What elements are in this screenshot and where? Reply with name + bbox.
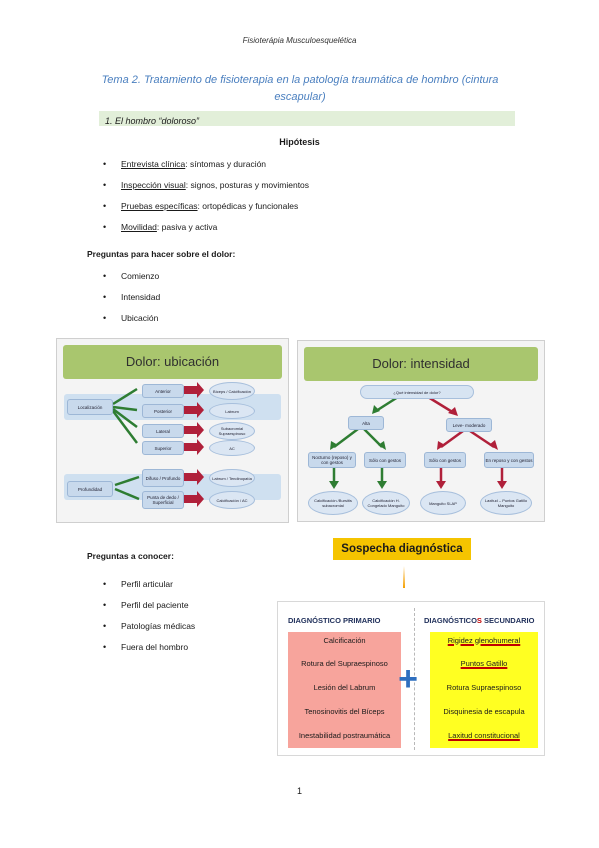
primario-item: Tenosinovitis del Bíceps bbox=[304, 707, 385, 716]
hipotesis-heading: Hipótesis bbox=[279, 137, 320, 147]
localizacion-box: Localización bbox=[67, 399, 113, 415]
list-item: Ubicación bbox=[103, 312, 160, 333]
l3-box: Sólo con gestos bbox=[364, 452, 406, 468]
intensidad-title: Dolor: intensidad bbox=[372, 356, 470, 371]
l3-box: Sólo con gestos bbox=[424, 452, 466, 468]
ubicacion-title-band: Dolor: ubicación bbox=[63, 345, 282, 379]
dolor-questions-heading: Preguntas para hacer sobre el dolor: bbox=[87, 249, 236, 259]
sospecha-arrow bbox=[403, 566, 405, 588]
mid-box: Posterior bbox=[142, 404, 184, 418]
secundario-item: Disquinesia de escapula bbox=[443, 707, 525, 716]
section-heading: 1. El hombro “doloroso” bbox=[99, 111, 515, 126]
list-item: Pruebas específicas: ortopédicas y funci… bbox=[103, 200, 309, 221]
list-item: Comienzo bbox=[103, 270, 160, 291]
intensidad-question: ¿Qué intensidad de dolor? bbox=[360, 385, 474, 399]
plus-icon: + bbox=[398, 660, 418, 698]
primario-item: Lesión del Labrum bbox=[313, 683, 376, 692]
l4-result: Manguito SLAP bbox=[420, 491, 466, 515]
deep-result: Calcificación / AC bbox=[209, 491, 255, 509]
diagnostico-slide: DIAGNÓSTICO PRIMARIO DIAGNÓSTICOS SECUND… bbox=[277, 601, 545, 756]
leve-box: Leve- moderado bbox=[446, 418, 492, 432]
mid-box: Lateral bbox=[142, 424, 184, 438]
primario-heading: DIAGNÓSTICO PRIMARIO bbox=[288, 616, 381, 625]
secundario-column: Rigidez glenohumeral Puntos Gatillo Rotu… bbox=[430, 632, 538, 748]
conocer-list: Perfil articular Perfil del paciente Pat… bbox=[103, 578, 195, 662]
sospecha-label: Sospecha diagnóstica bbox=[333, 538, 471, 560]
list-item: Entrevista clínica: síntomas y duración bbox=[103, 158, 309, 179]
mid-result: Subacromial Supraespinoso bbox=[209, 422, 255, 440]
list-item: Inspección visual: signos, posturas y mo… bbox=[103, 179, 309, 200]
section-label: 1. El hombro “doloroso” bbox=[105, 116, 200, 126]
mid-result: Bíceps / Calcificación bbox=[209, 382, 255, 400]
deep-result: Labrum / Tendinopatía bbox=[209, 469, 255, 487]
ubicacion-arrows bbox=[112, 382, 204, 507]
profundidad-box: Profundidad bbox=[67, 481, 113, 497]
deep-box: Punta de dedo / Superficial bbox=[142, 491, 184, 509]
mid-box: Anterior bbox=[142, 384, 184, 398]
primario-item: Rotura del Supraespinoso bbox=[301, 659, 388, 668]
secundario-item: Puntos Gatillo bbox=[460, 659, 508, 668]
l3-box: En reposo y con gestos bbox=[484, 452, 534, 468]
secundario-item: Rotura Supraespinoso bbox=[446, 683, 522, 692]
l3-box: Nocturno (reposo) y con gestos bbox=[308, 452, 356, 468]
document-title: Tema 2. Tratamiento de fisioterapia en l… bbox=[101, 74, 499, 103]
ubicacion-slide: Dolor: ubicación Localización Profundida… bbox=[56, 338, 289, 523]
secundario-heading: DIAGNÓSTICOS SECUNDARIO bbox=[424, 616, 535, 625]
list-item: Patologías médicas bbox=[103, 620, 195, 641]
alta-box: Alta bbox=[348, 416, 384, 430]
primario-column: Calcificación Rotura del Supraespinoso L… bbox=[288, 632, 401, 748]
list-item: Movilidad: pasiva y activa bbox=[103, 221, 309, 242]
list-item: Perfil articular bbox=[103, 578, 195, 599]
page-number: 1 bbox=[296, 786, 302, 796]
intensidad-title-band: Dolor: intensidad bbox=[304, 347, 538, 381]
l4-result: Calcificación /Bursitis subacromial bbox=[308, 491, 358, 515]
dolor-questions-list: Comienzo Intensidad Ubicación bbox=[103, 270, 160, 333]
mid-result: Labrum bbox=[209, 403, 255, 419]
ubicacion-title: Dolor: ubicación bbox=[125, 354, 220, 369]
mid-result: AC bbox=[209, 440, 255, 456]
conocer-heading: Preguntas a conocer: bbox=[87, 551, 174, 561]
secundario-item: Rigidez glenohumeral bbox=[447, 636, 521, 645]
page-header: Fisioterápia Musculoesquelética bbox=[242, 36, 357, 45]
l4-result: Calcificación H. Congelado Manguito bbox=[362, 491, 410, 515]
primario-item: Inestabilidad postraumática bbox=[298, 731, 391, 740]
intensidad-arrows bbox=[329, 395, 507, 489]
divider bbox=[414, 608, 415, 750]
intensidad-slide: Dolor: intensidad ¿Qué intensidad de dol… bbox=[297, 340, 545, 522]
list-item: Fuera del hombro bbox=[103, 641, 195, 662]
deep-box: Difuso / Profundo bbox=[142, 469, 184, 487]
mid-box: Superior bbox=[142, 441, 184, 455]
l4-result: Laxitud – Puntos Gatillo Manguito bbox=[480, 491, 532, 515]
list-item: Perfil del paciente bbox=[103, 599, 195, 620]
secundario-item: Laxitud constitucional bbox=[448, 731, 520, 740]
hipotesis-list: Entrevista clínica: síntomas y duración … bbox=[103, 158, 309, 242]
primario-item: Calcificación bbox=[323, 636, 366, 645]
list-item: Intensidad bbox=[103, 291, 160, 312]
